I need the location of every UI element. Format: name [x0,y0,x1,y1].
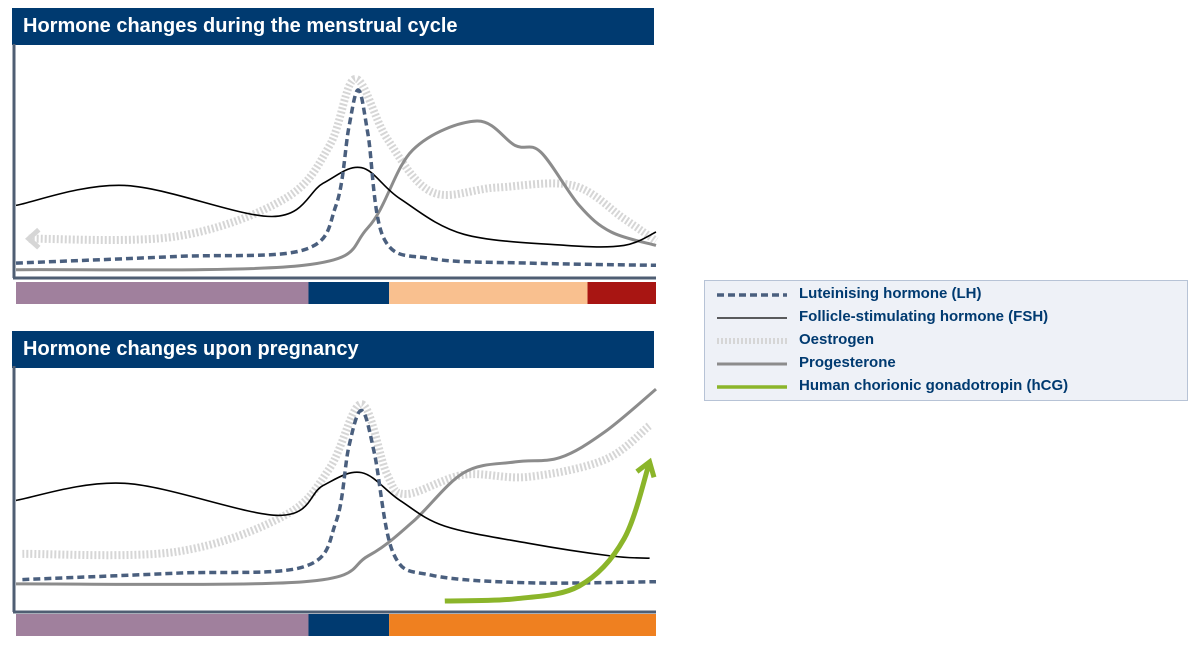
phase-segment-0-2 [389,282,588,304]
legend-label-progesterone: Progesterone [799,354,896,371]
series-oestrogen-line-0 [28,74,659,245]
chart-title-menstrual-cycle: Hormone changes during the menstrual cyc… [12,8,654,45]
series-lh-line-0 [15,88,657,268]
phase-segment-0-0 [16,282,309,304]
hcg-arrowhead [635,457,657,478]
series-fsh-line-0 [15,166,657,248]
series-hcg-line-1 [444,461,652,604]
phase-segment-0-1 [308,282,390,304]
legend-item-progesterone: Progesterone [715,353,1185,375]
series-progesterone-line-1 [15,387,657,586]
phase-segment-0-3 [587,282,656,304]
legend: Luteinising hormone (LH) Follicle-stimul… [704,280,1188,401]
phase-segment-1-2 [389,614,656,636]
series-lh-line-1 [22,408,657,585]
legend-label-fsh: Follicle-stimulating hormone (FSH) [799,308,1049,325]
legend-label-hcg: Human chorionic gonadotropin (hCG) [799,377,1069,394]
series-oestrogen-line-1 [22,400,653,560]
legend-item-oestrogen: Oestrogen [715,330,1185,352]
legend-item-hcg: Human chorionic gonadotropin (hCG) [715,376,1185,398]
series-fsh-line-1 [15,471,650,559]
phase-segment-1-0 [16,614,309,636]
series-progesterone-line-0 [15,119,657,272]
legend-label-lh: Luteinising hormone (LH) [799,285,982,302]
legend-item-fsh: Follicle-stimulating hormone (FSH) [715,307,1185,329]
phase-segment-1-1 [308,614,390,636]
oestrogen-arrowhead [25,227,41,250]
legend-label-oestrogen: Oestrogen [799,331,875,348]
chart-title-pregnancy: Hormone changes upon pregnancy [12,331,654,368]
legend-item-lh: Luteinising hormone (LH) [715,284,1185,306]
